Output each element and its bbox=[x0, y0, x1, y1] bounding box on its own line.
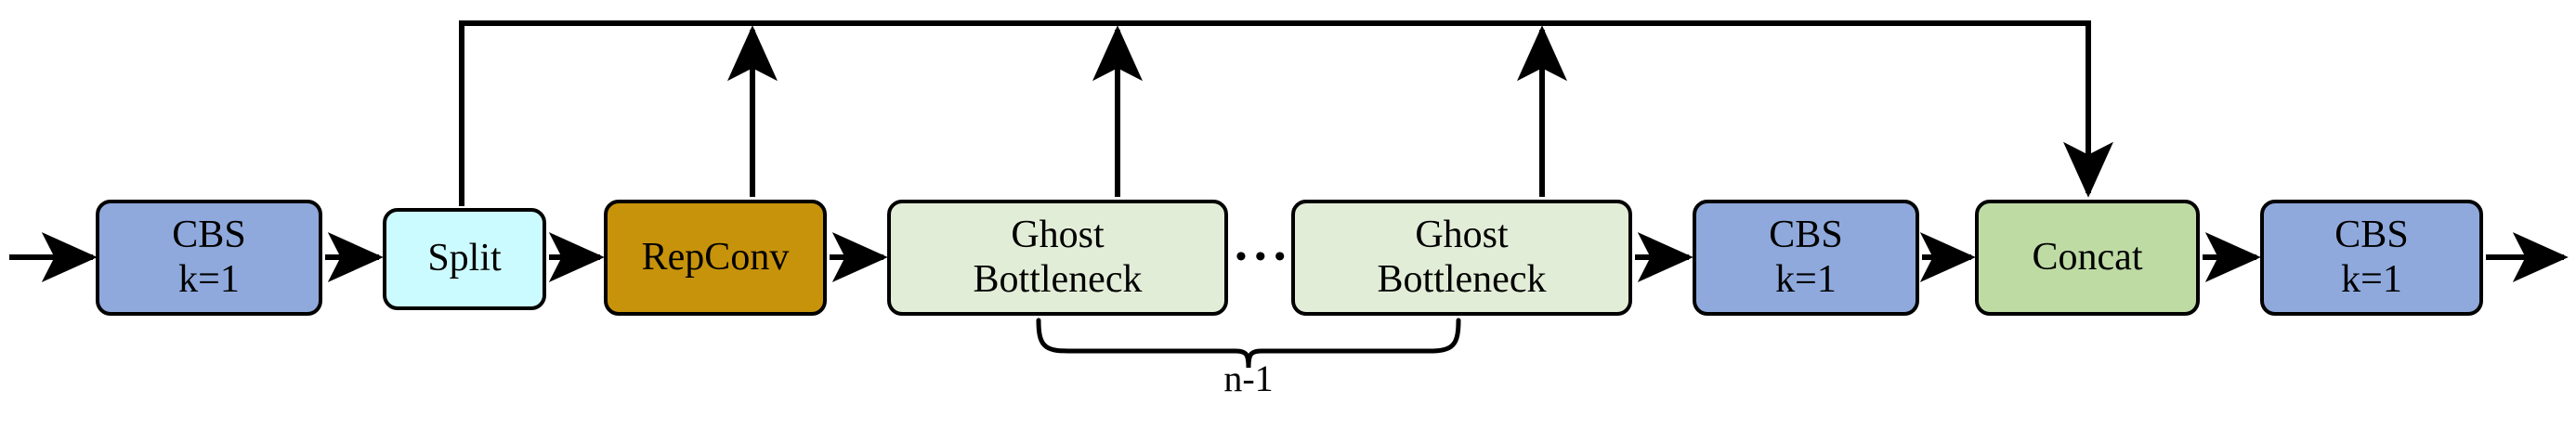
block-label-line1: Concat bbox=[2032, 235, 2143, 279]
block-label-line1: CBS bbox=[1769, 214, 1843, 257]
block-split[interactable]: Split bbox=[383, 208, 546, 310]
repeat-ellipsis: ••• bbox=[1236, 240, 1294, 274]
repeat-count-label: n-1 bbox=[1223, 358, 1274, 399]
block-label-line2: Bottleneck bbox=[973, 257, 1143, 301]
block-label-line1: Split bbox=[427, 237, 502, 280]
block-cbs-output[interactable]: CBS k=1 bbox=[2260, 200, 2483, 316]
block-label-line1: CBS bbox=[2334, 214, 2409, 257]
block-label-line1: CBS bbox=[172, 214, 246, 257]
block-label-line1: RepConv bbox=[641, 235, 790, 279]
block-ghost-bottleneck-last[interactable]: Ghost Bottleneck bbox=[1291, 200, 1632, 316]
block-label-line2: k=1 bbox=[2341, 257, 2402, 301]
block-label-line2: k=1 bbox=[178, 257, 240, 301]
block-cbs-input[interactable]: CBS k=1 bbox=[96, 200, 322, 316]
block-label-line2: Bottleneck bbox=[1377, 257, 1547, 301]
block-label-line1: Ghost bbox=[1415, 214, 1509, 257]
block-label-line2: k=1 bbox=[1775, 257, 1837, 301]
block-ghost-bottleneck-first[interactable]: Ghost Bottleneck bbox=[887, 200, 1228, 316]
block-repconv[interactable]: RepConv bbox=[604, 200, 827, 316]
block-label-line1: Ghost bbox=[1011, 214, 1105, 257]
block-concat[interactable]: Concat bbox=[1975, 200, 2200, 316]
block-cbs-middle[interactable]: CBS k=1 bbox=[1693, 200, 1919, 316]
